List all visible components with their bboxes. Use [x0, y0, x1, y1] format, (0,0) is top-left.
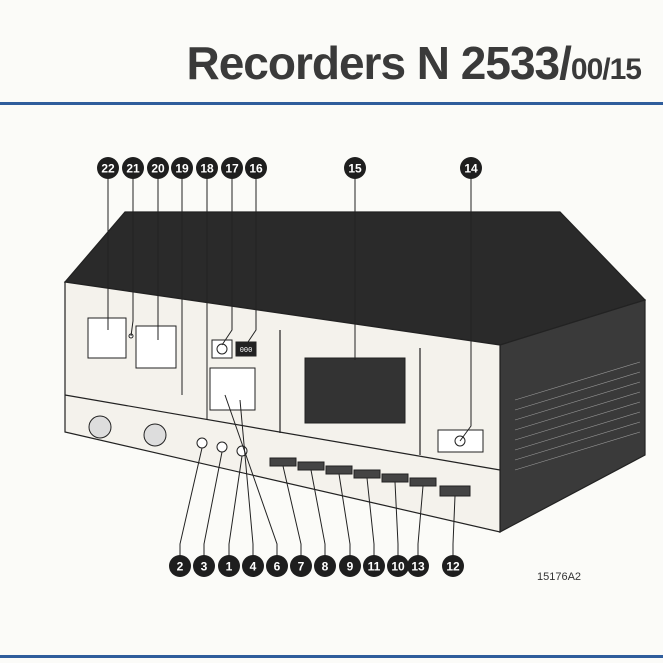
bottom-rule [0, 655, 663, 658]
leader-line [282, 465, 302, 556]
leader-line [130, 178, 134, 337]
callout-label: 14 [464, 162, 478, 176]
callout-label: 10 [391, 560, 405, 574]
callout-18 [196, 157, 218, 179]
callout-21 [122, 157, 144, 179]
leader-line [338, 473, 351, 556]
callout-label: 12 [446, 560, 460, 574]
callout-label: 1 [226, 560, 233, 574]
callout-label: 13 [411, 560, 425, 574]
callout-label: 15 [348, 162, 362, 176]
callout-1 [218, 555, 240, 577]
vent-lines [514, 361, 641, 471]
counter-display: 000 [240, 347, 253, 355]
callout-label: 9 [347, 560, 354, 574]
leader-line [179, 447, 203, 556]
callout-15 [344, 157, 366, 179]
title-suffix: 00/15 [570, 53, 642, 86]
callout-7 [290, 555, 312, 577]
leader-line [310, 469, 326, 556]
title-main: Recorders N 2533/ [186, 37, 571, 89]
leader-line [452, 495, 456, 556]
callout-20 [147, 157, 169, 179]
leader-line [459, 178, 472, 442]
leader-line [224, 394, 278, 556]
leader-line [417, 485, 424, 556]
callout-label: 7 [298, 560, 305, 574]
callout-2 [169, 555, 191, 577]
leader-line [203, 451, 223, 556]
callout-label: 2 [177, 560, 184, 574]
left-knob [88, 415, 112, 439]
callout-label: 22 [101, 162, 115, 176]
jack-2 [196, 437, 208, 449]
callout-14 [460, 157, 482, 179]
callout-19 [171, 157, 193, 179]
callout-label: 20 [151, 162, 165, 176]
callout-6 [266, 555, 288, 577]
vu-meter-left [87, 317, 127, 359]
callout-10 [387, 555, 409, 577]
callout-label: 4 [250, 560, 257, 574]
switch-panel [209, 367, 256, 411]
drawing-code: 15176A2 [537, 571, 582, 583]
callout-label: 18 [200, 162, 214, 176]
callout-16 [245, 157, 267, 179]
piano-keys [269, 457, 471, 497]
callout-13 [407, 555, 429, 577]
leader-line [239, 399, 254, 556]
callout-label: 3 [201, 560, 208, 574]
leader-line [228, 455, 243, 556]
callout-12 [442, 555, 464, 577]
callout-17 [221, 157, 243, 179]
callout-11 [363, 555, 385, 577]
callout-4 [242, 555, 264, 577]
callout-label: 11 [368, 560, 381, 574]
vu-meter-right [135, 325, 177, 369]
right-knob [143, 423, 167, 447]
callout-label: 8 [322, 560, 329, 574]
tape-counter [235, 341, 257, 357]
callout-label: 16 [249, 162, 263, 176]
top-rule [0, 102, 663, 105]
callout-label: 21 [126, 162, 140, 176]
callout-label: 19 [175, 162, 189, 176]
callout-label: 6 [274, 560, 281, 574]
leader-line [221, 178, 233, 346]
jack-3 [216, 441, 228, 453]
callout-8 [314, 555, 336, 577]
callout-22 [97, 157, 119, 179]
callout-9 [339, 555, 361, 577]
callout-label: 17 [225, 162, 239, 176]
leader-line [394, 481, 399, 556]
page-title: Recorders N 2533/00/15 [186, 36, 642, 90]
cassette-window [304, 357, 406, 424]
callout-3 [193, 555, 215, 577]
leader-line [245, 178, 257, 346]
leader-line [366, 477, 375, 556]
